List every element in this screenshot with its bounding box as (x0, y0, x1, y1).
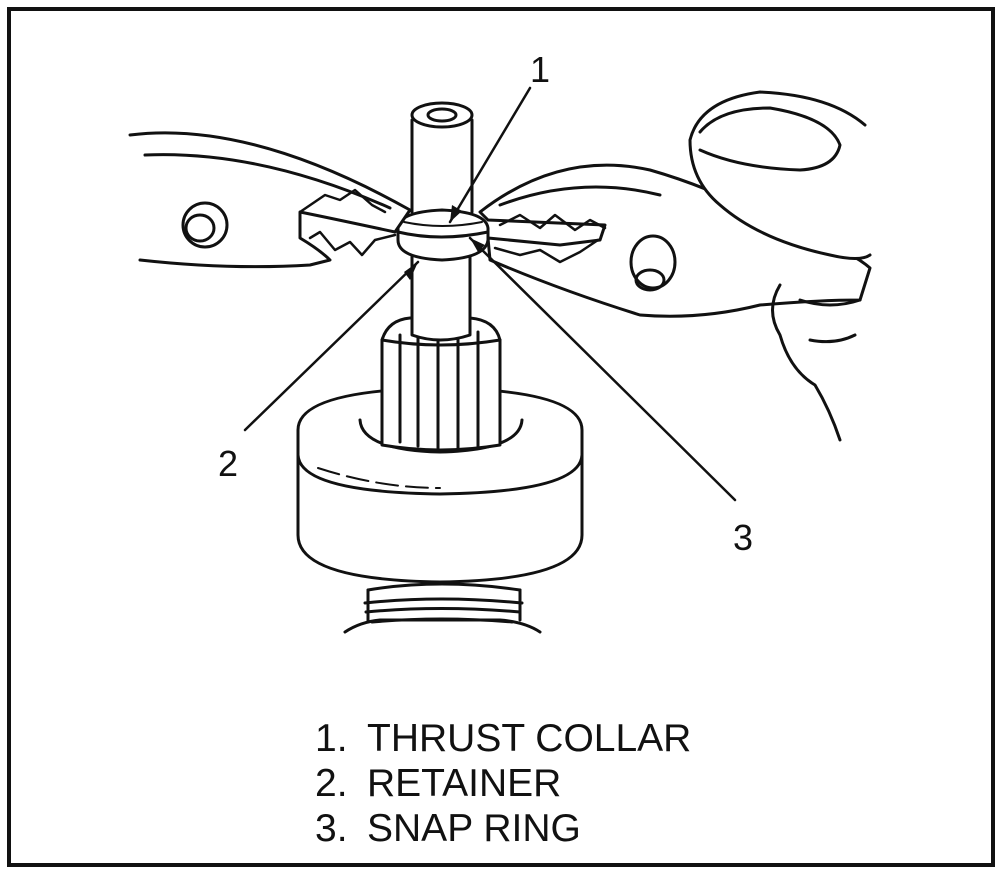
legend-number: 2. (315, 762, 348, 805)
legend-text: SNAP RING (367, 807, 581, 850)
snap-ring-pliers (128, 131, 872, 318)
spring (343, 582, 542, 634)
callout-2: 2 (218, 443, 239, 484)
legend-number: 3. (315, 807, 348, 850)
clutch-housing (296, 386, 584, 584)
legend-text: THRUST COLLAR (367, 717, 692, 760)
callout-1: 1 (530, 49, 551, 90)
leader-lines (243, 86, 737, 502)
legend-item-thrust-collar: 1. THRUST COLLAR (315, 716, 691, 761)
retainer-and-snap-ring (396, 208, 490, 262)
parts-legend: 1. THRUST COLLAR 2. RETAINER 3. SNAP RIN… (315, 716, 691, 851)
hand (688, 90, 872, 442)
legend-number: 1. (315, 717, 348, 760)
callout-3: 3 (733, 517, 754, 558)
legend-item-retainer: 2. RETAINER (315, 761, 691, 806)
legend-item-snap-ring: 3. SNAP RING (315, 806, 691, 851)
armature-shaft (410, 101, 474, 342)
leader-arrowheads (404, 205, 485, 280)
legend-text: RETAINER (367, 762, 562, 805)
